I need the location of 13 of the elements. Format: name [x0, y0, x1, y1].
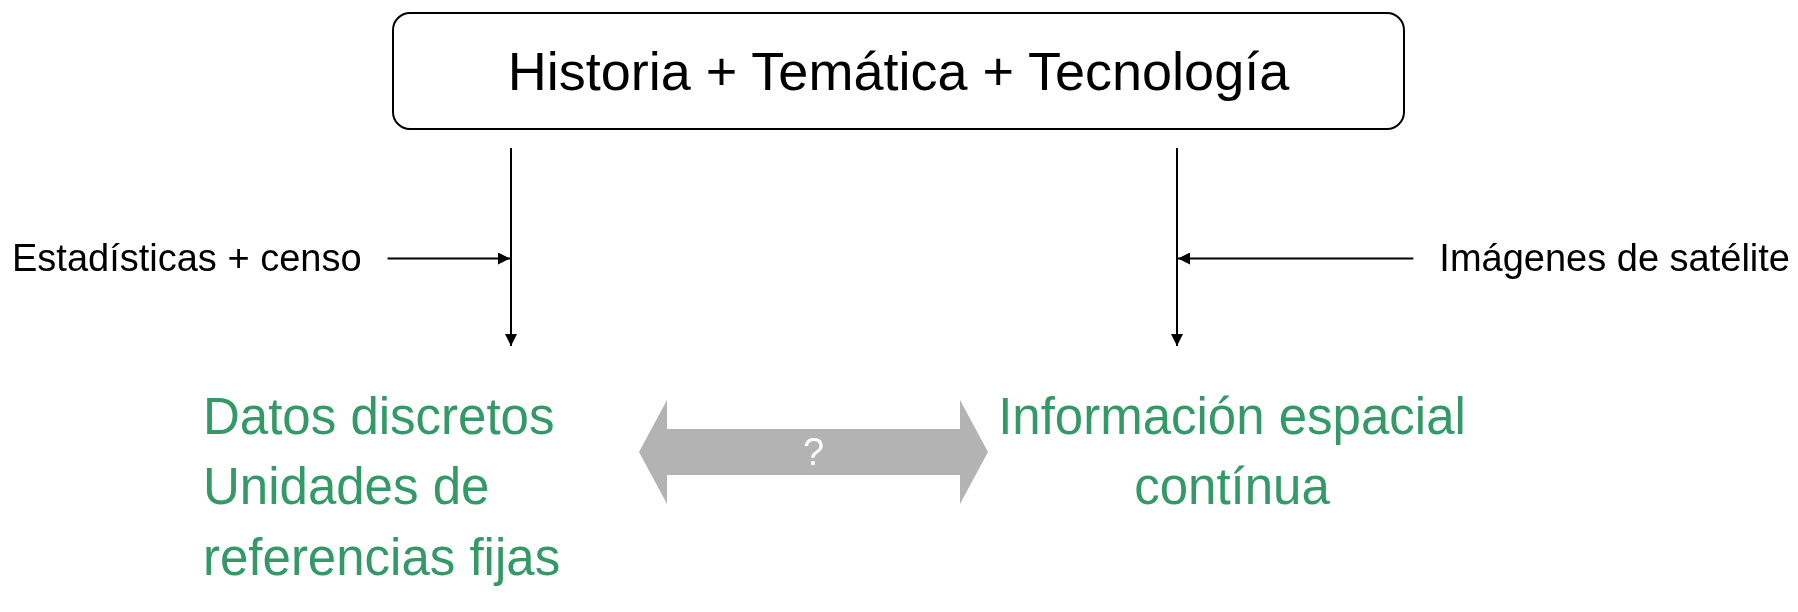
result-text: Datos discretos [203, 387, 556, 447]
arrow [505, 147, 517, 347]
result-text: Información espacial contínua [997, 387, 1467, 518]
title-box [392, 12, 1405, 130]
arrow [1177, 252, 1415, 265]
box-title: Historia + Temática + Tecnología [507, 39, 1290, 103]
double-arrow [639, 400, 988, 504]
input-label: Estadísticas + censo [12, 236, 362, 281]
arrow [1171, 147, 1183, 347]
result-text: Unidades de referencias fijas [203, 457, 562, 588]
edge-label: ? [802, 433, 825, 471]
input-label: Imágenes de satélite [1439, 236, 1790, 281]
arrow [386, 252, 511, 265]
